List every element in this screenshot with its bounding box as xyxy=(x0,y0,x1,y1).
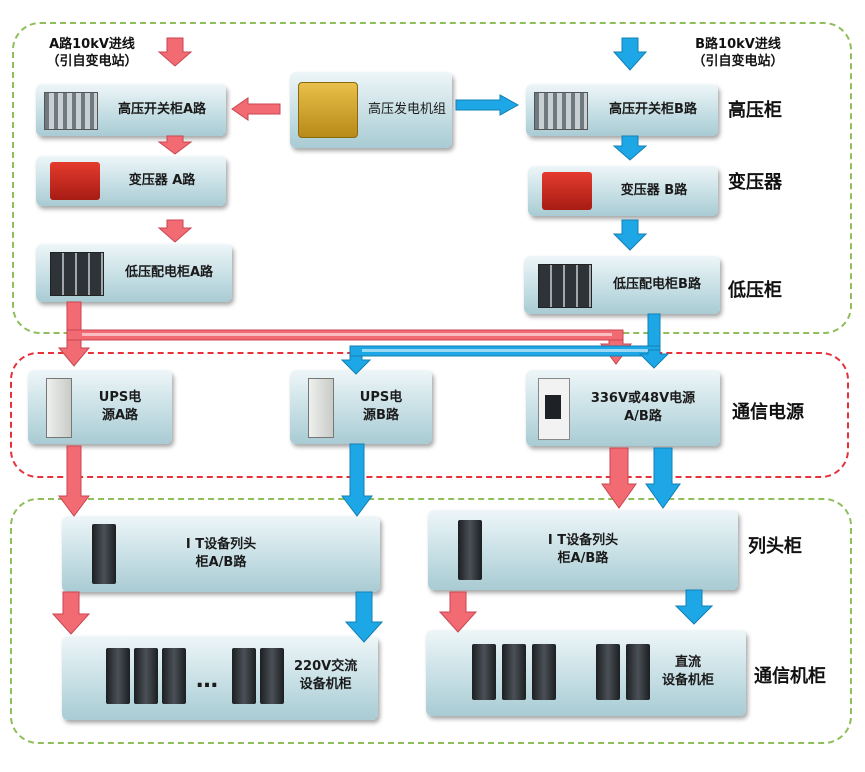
arrow-head-to-ac-a xyxy=(51,591,91,635)
switchgear-icon xyxy=(534,92,588,130)
server-cabinet-icon xyxy=(162,648,186,704)
bus-b-vertical xyxy=(647,313,661,351)
arrow-ups-a-to-head xyxy=(58,445,90,517)
server-cabinet-icon xyxy=(260,648,284,704)
arrow-hv-to-tx-b xyxy=(612,135,648,161)
a-feed-label: A路10kV进线（引自变电站） xyxy=(46,37,138,69)
arrow-bus-to-dc-b xyxy=(638,349,670,369)
transformer-a: 变压器 A路 xyxy=(36,156,226,206)
lv-cabinet-icon xyxy=(50,252,104,296)
comm-cabinet-tag: 通信机柜 xyxy=(754,666,826,687)
ellipsis: … xyxy=(196,668,218,693)
ups-cabinet-icon xyxy=(46,378,72,438)
ups-cabinet-icon xyxy=(308,378,334,438)
arrow-dc-b-to-head xyxy=(645,447,681,509)
arrow-head-to-dc-a xyxy=(438,591,478,633)
arrow-a-feed xyxy=(157,37,193,67)
arrow-head-to-dc-b xyxy=(674,589,714,625)
ac-equipment-racks: … 220V交流设备机柜 xyxy=(62,636,378,720)
arrow-bus-to-ups-b xyxy=(340,355,372,375)
arrow-gen-to-hv-a xyxy=(231,97,281,121)
comm-power-tag: 通信电源 xyxy=(732,402,804,423)
arrow-dc-a-to-head xyxy=(601,447,637,509)
transformer-b: 变压器 B路 xyxy=(528,166,718,216)
server-cabinet-icon xyxy=(626,644,650,700)
hv-switchgear-b: 高压开关柜B路 xyxy=(526,84,718,136)
hv-cabinet-tag: 高压柜 xyxy=(728,100,782,121)
transformer-tag: 变压器 xyxy=(728,172,782,193)
lv-distribution-a: 低压配电柜A路 xyxy=(36,244,232,302)
server-cabinet-icon xyxy=(458,520,482,580)
server-cabinet-icon xyxy=(92,524,116,584)
arrow-tx-to-lv-a xyxy=(157,219,193,243)
generator-set: 高压发电机组 xyxy=(290,72,452,148)
lv-distribution-b: 低压配电柜B路 xyxy=(524,256,720,314)
arrow-head-to-ac-b xyxy=(344,591,384,643)
generator-icon xyxy=(298,82,358,138)
ups-a: UPS电源A路 xyxy=(28,370,172,444)
server-cabinet-icon xyxy=(532,644,556,700)
arrow-tx-to-lv-b xyxy=(612,219,648,251)
arrow-gen-to-hv-b xyxy=(455,94,520,116)
arrow-ups-b-to-head xyxy=(341,443,373,517)
it-head-cabinet-left: I T设备列头柜A/B路 xyxy=(62,516,380,592)
arrow-hv-to-tx-a xyxy=(157,135,193,155)
arrow-bus-to-ups-a xyxy=(57,339,91,367)
server-cabinet-icon xyxy=(502,644,526,700)
server-cabinet-icon xyxy=(596,644,620,700)
server-cabinet-icon xyxy=(232,648,256,704)
power-supply-icon xyxy=(538,378,570,440)
arrow-b-feed xyxy=(612,37,648,71)
lv-cabinet-icon xyxy=(538,264,592,308)
it-region-outline xyxy=(10,498,852,744)
hv-switchgear-a: 高压开关柜A路 xyxy=(36,84,226,136)
transformer-icon xyxy=(50,162,100,200)
bus-highlights xyxy=(82,333,648,352)
b-feed-label: B路10kV进线（引自变电站） xyxy=(692,37,784,69)
lv-cabinet-tag: 低压柜 xyxy=(728,280,782,301)
head-cabinet-tag: 列头柜 xyxy=(748,536,802,557)
server-cabinet-icon xyxy=(106,648,130,704)
server-cabinet-icon xyxy=(472,644,496,700)
switchgear-icon xyxy=(44,92,98,130)
it-head-cabinet-right: I T设备列头柜A/B路 xyxy=(428,510,738,590)
dc-equipment-racks: 直流设备机柜 xyxy=(426,630,746,716)
ups-b: UPS电源B路 xyxy=(290,370,432,444)
server-cabinet-icon xyxy=(134,648,158,704)
transformer-icon xyxy=(542,172,592,210)
